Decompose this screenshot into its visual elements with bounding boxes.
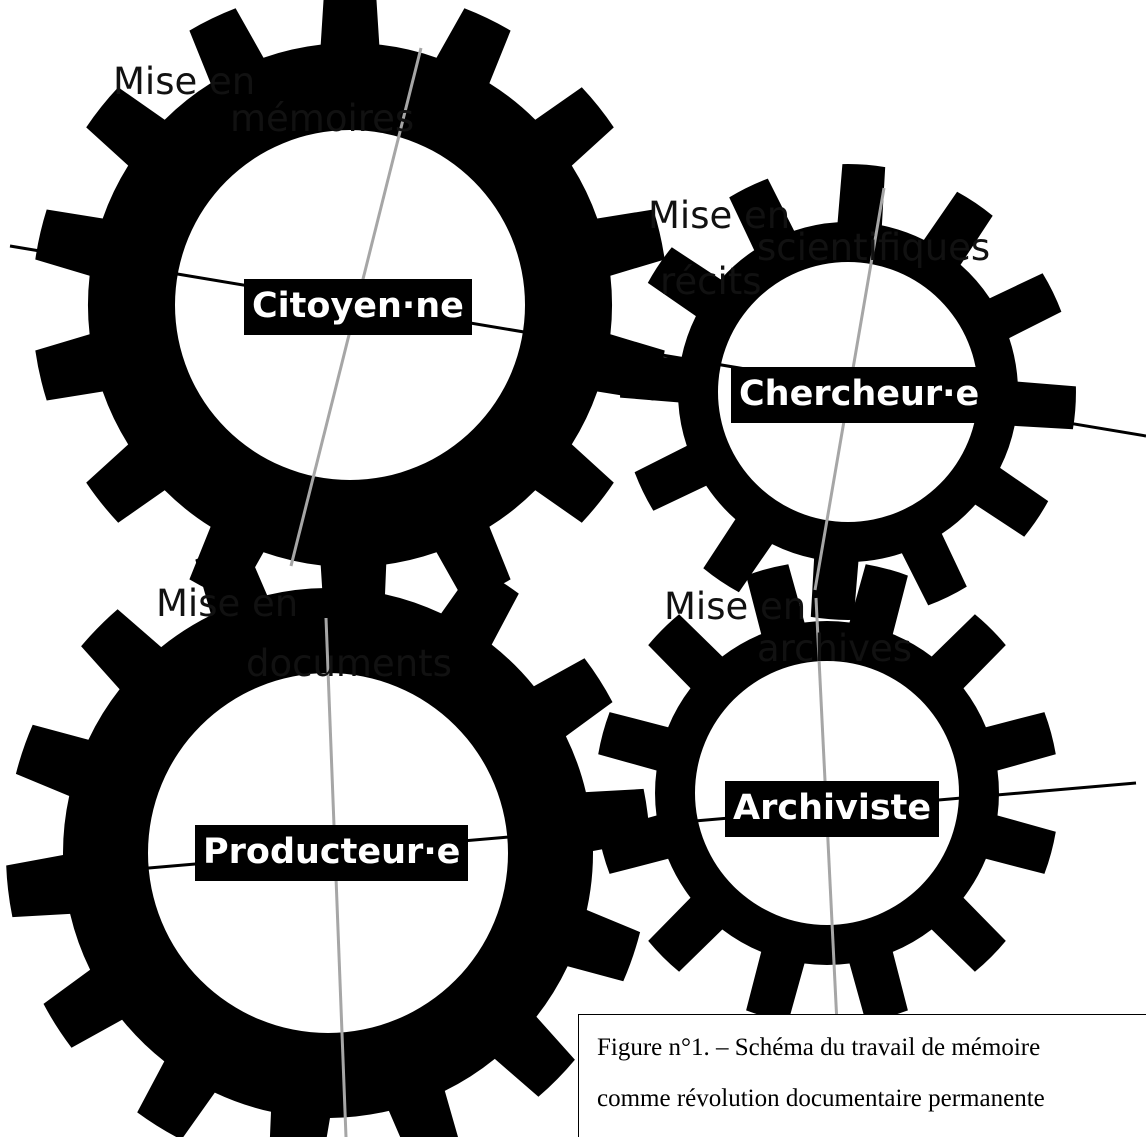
label-mise-en-scientifiques-line1: Mise en bbox=[648, 194, 791, 237]
figure-caption: Figure n°1. – Schéma du travail de mémoi… bbox=[578, 1014, 1146, 1137]
label-mise-en-documents-line2: documents bbox=[246, 642, 452, 685]
label-mise-en-archives-line1: Mise en bbox=[664, 585, 807, 628]
label-mise-en-memoires-line1: Mise en bbox=[113, 60, 256, 103]
gear-citoyen bbox=[35, 0, 665, 624]
caption-line-2: comme révolution documentaire permanente bbox=[597, 1085, 1045, 1112]
label-mise-en-archives-line2: archives bbox=[757, 627, 913, 670]
gear-chercheur bbox=[620, 164, 1076, 620]
label-mise-en-documents-line1: Mise en bbox=[156, 582, 299, 625]
gear-producteur bbox=[6, 531, 650, 1137]
role-citoyen: Citoyen·ne bbox=[244, 279, 472, 335]
gear-archiviste bbox=[598, 564, 1056, 1022]
label-mise-en-memoires-line2: mémoires bbox=[230, 97, 415, 140]
caption-line-1: Figure n°1. – Schéma du travail de mémoi… bbox=[597, 1034, 1041, 1061]
role-chercheur: Chercheur·e bbox=[731, 367, 988, 423]
label-mise-en-recits: récits bbox=[660, 260, 762, 303]
role-archiviste: Archiviste bbox=[725, 781, 940, 837]
role-producteur: Producteur·e bbox=[195, 825, 469, 881]
label-mise-en-scientifiques-line2: scientifiques bbox=[757, 226, 991, 269]
